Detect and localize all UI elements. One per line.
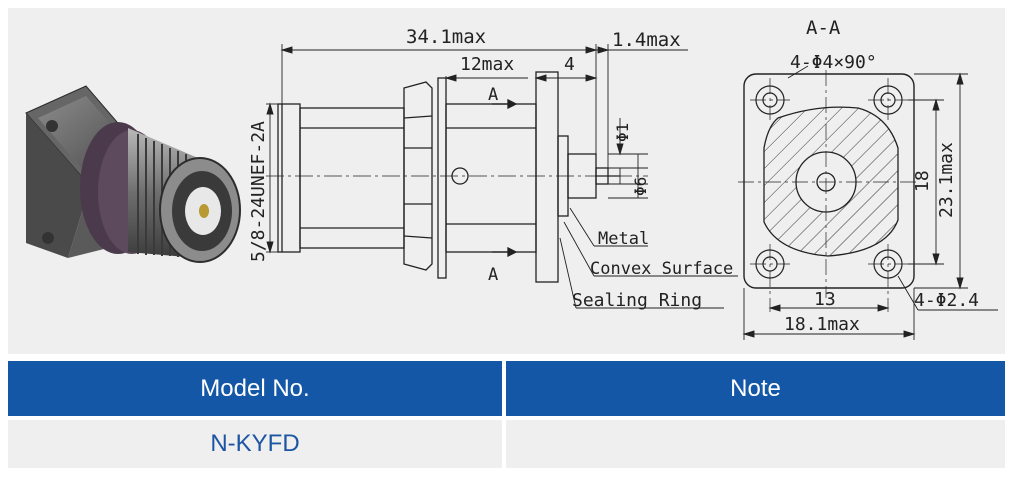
section-mark-bottom: A	[488, 265, 498, 285]
dim-thread-spec: 5/8-24UNEF-2A	[248, 121, 269, 262]
dim-body-length: 12max	[460, 54, 514, 75]
header-model-no: Model No.	[8, 361, 502, 416]
dim-hole-spacing-h: 13	[814, 289, 836, 310]
dim-flange-height: 23.1max	[936, 142, 957, 218]
technical-drawing: 34.1max 1.4max 12max 4 5/8-24UNEF-2A Φ1 …	[25, 17, 998, 340]
dim-hole-spec-top: 4-Φ4×90°	[790, 52, 877, 73]
product-drawing-panel: 34.1max 1.4max 12max 4 5/8-24UNEF-2A Φ1 …	[8, 8, 1005, 354]
callout-metal: Metal	[598, 229, 649, 249]
dim-overall-length: 34.1max	[406, 26, 486, 48]
callout-convex-surface: Convex Surface	[590, 259, 733, 279]
table-row: N-KYFD	[8, 416, 1005, 468]
section-view: A-A	[738, 17, 998, 340]
spec-table: Model No. Note N-KYFD	[8, 361, 1005, 468]
callout-sealing-ring: Sealing Ring	[572, 290, 702, 311]
cell-model-no: N-KYFD	[8, 420, 502, 468]
header-note: Note	[506, 361, 1005, 416]
cell-note	[506, 420, 1005, 468]
dim-hole-spec-bottom: 4-Φ2.4	[914, 290, 979, 311]
side-dim-labels: 34.1max 1.4max 12max 4 5/8-24UNEF-2A Φ1 …	[248, 26, 733, 311]
dim-hole-spacing-v: 18	[912, 170, 933, 192]
section-title: A-A	[806, 17, 841, 39]
dim-flange-width: 18.1max	[784, 314, 860, 335]
section-mark-top: A	[488, 85, 498, 105]
side-dimensions	[266, 44, 738, 309]
side-view	[266, 71, 648, 283]
dim-insulator-dia: Φ6	[631, 177, 650, 196]
dim-panel-thickness: 4	[564, 54, 575, 75]
table-header-row: Model No. Note	[8, 361, 1005, 416]
dim-flange-thickness: 1.4max	[612, 29, 681, 51]
connector-photo	[25, 85, 241, 263]
dim-pin-dia: Φ1	[613, 123, 632, 142]
